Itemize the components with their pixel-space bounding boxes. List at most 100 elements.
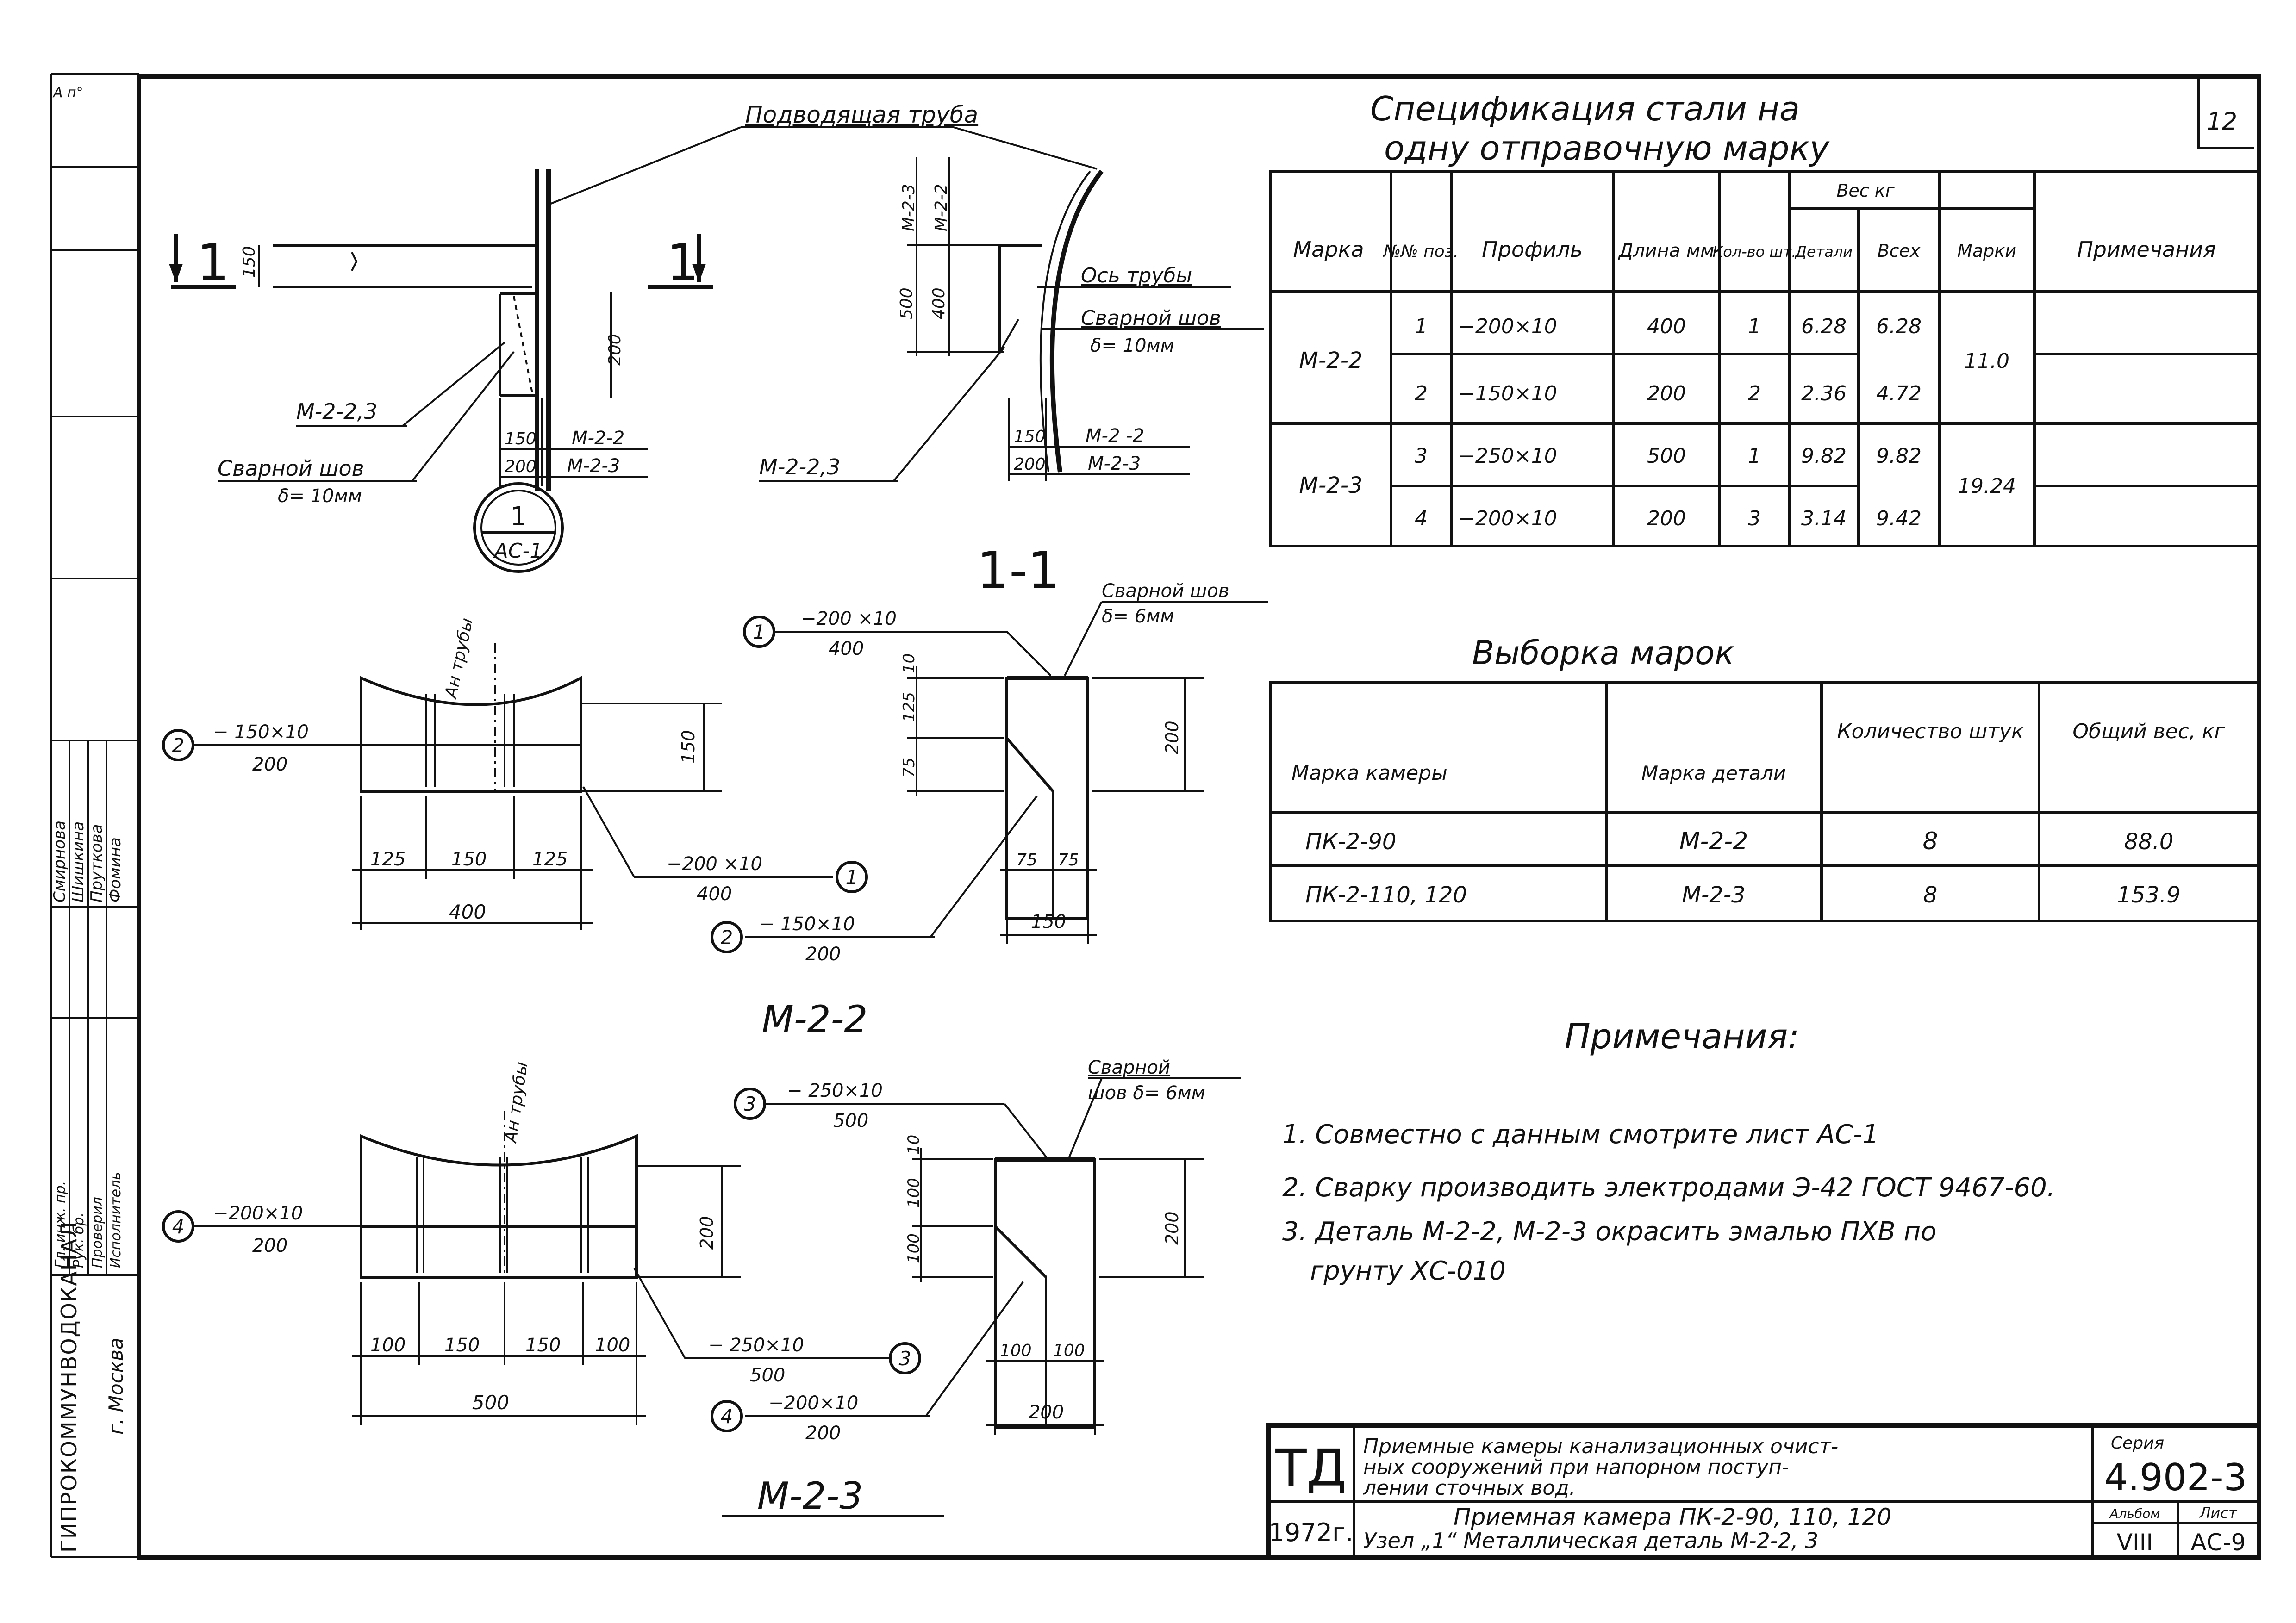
m23-pos4-size: −200×10 <box>213 1203 303 1224</box>
m22-dim-2: 150 <box>451 849 487 870</box>
selection-r2-c2: М-2-3 <box>1682 882 1745 908</box>
m23-pos3-len: 500 <box>833 1110 868 1132</box>
m23-pos3-size: − 250×10 <box>787 1080 883 1101</box>
notes-title: Примечания: <box>1565 1017 1799 1057</box>
spec-r4-profile: −200×10 <box>1458 507 1557 530</box>
selection-h-3: Количество штук <box>1837 720 2024 743</box>
spec-h-weight: Вес кг <box>1836 180 1895 201</box>
m23-pos4-len: 200 <box>252 1235 287 1256</box>
spec-r1-profile: −200×10 <box>1458 315 1557 338</box>
dim-150-left: 150 <box>240 246 259 278</box>
m22-pos2-callout: 2 <box>172 734 185 757</box>
spec-r3-qty: 1 <box>1748 444 1761 468</box>
m23-weld-label: Сварной <box>1088 1057 1170 1078</box>
spec-h-profile: Профиль <box>1482 237 1583 262</box>
m22-dim-1: 125 <box>370 849 406 870</box>
m22-pos2-len-b: 200 <box>805 944 841 965</box>
m22-height-150: 150 <box>678 730 699 764</box>
stamp-city: г. Москва <box>105 1337 127 1435</box>
selection-r1-c3: 8 <box>1922 827 1938 855</box>
selection-table: Выборка марок Марка камеры Марка детали … <box>1269 634 2260 922</box>
m23-dim-2: 150 <box>444 1335 480 1356</box>
bubble-bottom: АС-1 <box>493 539 543 563</box>
m22-pos1-callout-b: 1 <box>846 866 858 889</box>
note-1: 1. Совместно с данным смотрите лист АС-1 <box>1282 1119 1879 1150</box>
pipe-label: Подводящая труба <box>745 101 978 128</box>
spec-r1-pos: 1 <box>1415 315 1428 338</box>
spec-h-mark: Марка <box>1293 237 1364 262</box>
stamp-name-3: Пруткова <box>87 824 106 902</box>
selection-r1-c1: ПК-2-90 <box>1305 829 1396 855</box>
m23-dim-4: 100 <box>595 1335 630 1356</box>
notes: Примечания: 1. Совместно с данным смотри… <box>1282 1017 2055 1286</box>
stamp-role-4: Исполнитель <box>108 1172 124 1268</box>
note-3: 3. Деталь М-2-2, М-2-3 окрасить эмалью П… <box>1282 1217 1937 1247</box>
spec-r3-profile: −250×10 <box>1458 444 1557 468</box>
detail-m22: Ан трубы 2 − 150×10 200 150 125 150 125 … <box>162 580 1268 965</box>
mark-m-2-2-3-left: М-2-2,3 <box>296 399 377 424</box>
dim-m22-vertical: М-2-2 <box>932 184 951 231</box>
m22-pos1-len-b: 400 <box>697 883 732 905</box>
spec-r2-wd: 2.36 <box>1801 382 1847 405</box>
spec-g2-weight: 19.24 <box>1958 474 2016 498</box>
spec-r4-length: 200 <box>1647 507 1686 530</box>
m23-pos4-callout-b: 4 <box>721 1405 733 1428</box>
weld-10-right: δ= 10мм <box>1090 335 1174 356</box>
m23-side-1: 10 <box>905 1135 923 1155</box>
bubble-top: 1 <box>510 502 527 532</box>
side-stamp-corner: А п° <box>52 85 83 101</box>
m23-bottom-total: 200 <box>1029 1402 1064 1423</box>
section-mark-right: 1 <box>667 233 699 292</box>
m22-total: 400 <box>449 901 486 923</box>
mark-m2-2b-node: М-2 -2 <box>1086 425 1144 447</box>
m22-pos2-size-b: − 150×10 <box>759 914 855 935</box>
m23-bottom-2: 100 <box>1053 1341 1085 1360</box>
dim-400-vertical: 400 <box>930 287 948 319</box>
dim-200-node: 200 <box>605 334 624 366</box>
note-2: 2. Сварку производить электродами Э-42 Г… <box>1282 1173 2055 1203</box>
side-stamp: А п° Гл. инж. пр. Рук. бр. Проверил Испо… <box>50 85 140 1553</box>
spec-r2-pos: 2 <box>1415 382 1428 405</box>
spec-r4-pos: 4 <box>1415 507 1428 530</box>
selection-r1-c4: 88.0 <box>2124 829 2174 855</box>
mark-m22-node: М-2-2 <box>572 428 624 449</box>
selection-r2-c1: ПК-2-110, 120 <box>1305 882 1467 908</box>
node-drawing: 1 1 Подводящая труба 150 200 М-2-2,3 Сва… <box>169 101 1264 573</box>
mark-m23-node-r: М-2-3 <box>1088 453 1141 474</box>
detail-m23: Ан трубы 4 −200×10 200 200 100 150 150 1… <box>162 1057 1241 1444</box>
spec-r2-profile: −150×10 <box>1458 382 1557 405</box>
stamp-role-2: Рук. бр. <box>71 1213 87 1268</box>
m22-pos1-size-b: −200 ×10 <box>667 853 762 875</box>
m22-dim-3: 125 <box>532 849 568 870</box>
title-year: 1972г. <box>1269 1518 1354 1547</box>
page-number-box: 12 <box>2197 79 2254 149</box>
stamp-role-3: Проверил <box>89 1197 106 1268</box>
dim-150-node-r: 150 <box>1014 427 1046 446</box>
spec-table: Спецификация стали на одну отправочную м… <box>1269 89 2260 547</box>
spec-g1-weight: 11.0 <box>1964 349 2009 373</box>
spec-r1-length: 400 <box>1647 315 1686 338</box>
section-title: 1-1 <box>977 541 1060 600</box>
sheet-subtitle: Узел „1“ Металлическая деталь М-2-2, 3 <box>1363 1528 1818 1553</box>
m22-pos1-len: 400 <box>829 638 864 659</box>
title-logo: ТД <box>1275 1438 1346 1498</box>
m23-pos3-callout-b: 3 <box>899 1347 911 1370</box>
series-label: Серия <box>2111 1434 2164 1453</box>
stamp-name-1: Смирнова <box>50 821 69 902</box>
spec-r4-wd: 3.14 <box>1801 507 1847 530</box>
album-number: VIII <box>2117 1529 2153 1556</box>
dim-500-vertical: 500 <box>897 287 916 319</box>
m22-bottom-2: 75 <box>1058 851 1079 870</box>
page-number: 12 <box>2207 108 2237 136</box>
selection-h-1: Марка камеры <box>1292 761 1447 785</box>
spec-r2-qty: 2 <box>1748 382 1761 405</box>
selection-h-4: Общий вес, кг <box>2072 720 2225 743</box>
stamp-name-2: Шишкина <box>69 821 87 902</box>
m23-dim-3: 150 <box>525 1335 561 1356</box>
m22-side-total: 200 <box>1162 721 1182 754</box>
title-desc-2: ных сооружений при напорном поступ- <box>1363 1455 1789 1479</box>
weld-10-left: δ= 10мм <box>278 485 362 507</box>
sheet-title: Приемная камера ПК-2-90, 110, 120 <box>1454 1504 1891 1530</box>
m23-total: 500 <box>472 1391 509 1414</box>
spec-h-pos: №№ поз. <box>1383 242 1459 261</box>
